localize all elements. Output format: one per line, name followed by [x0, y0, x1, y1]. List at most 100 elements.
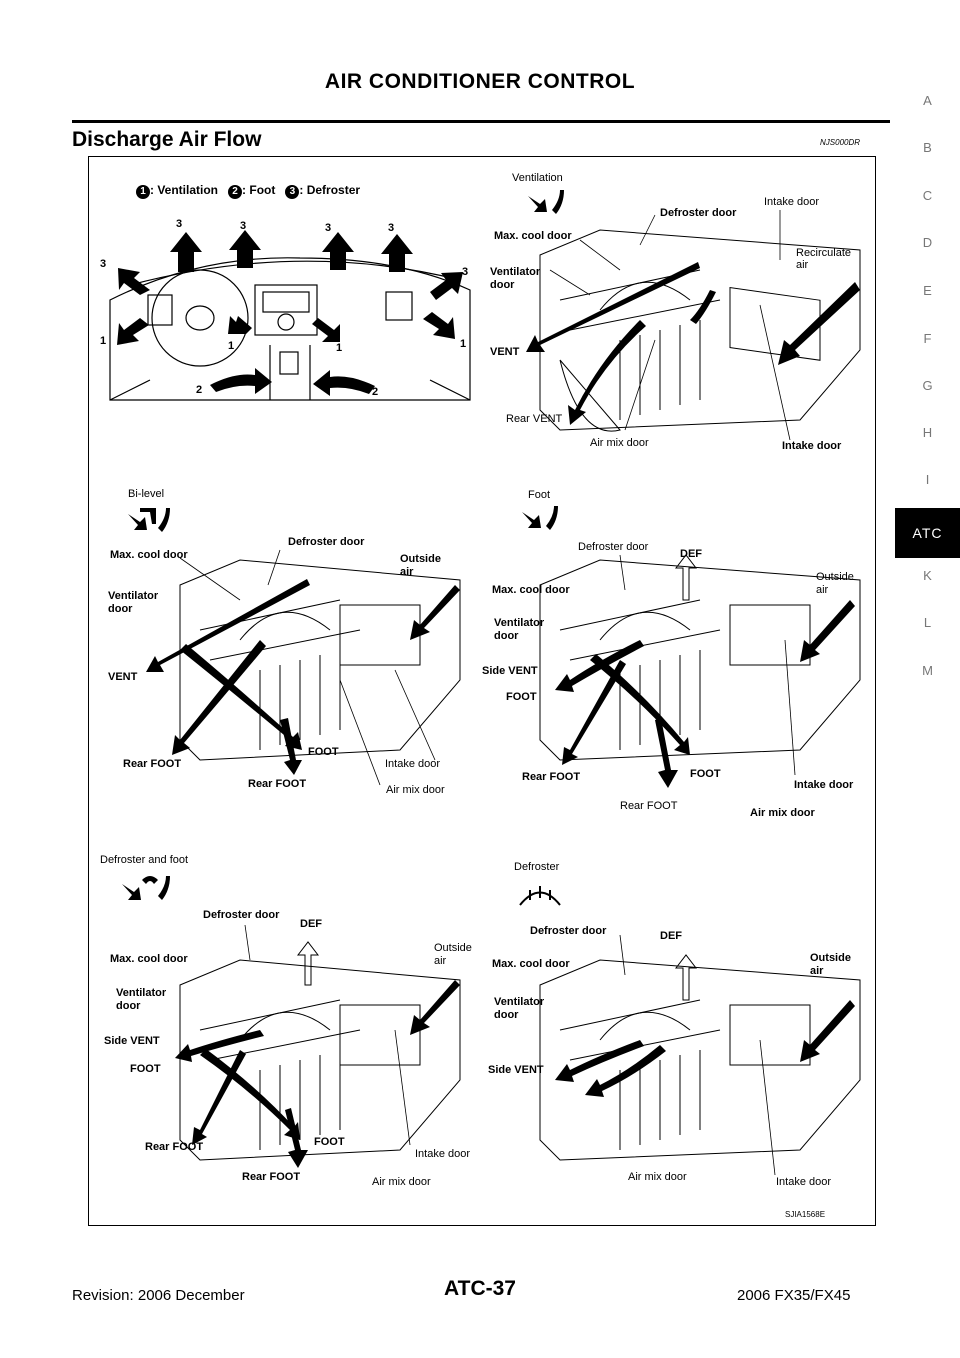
- tab-i[interactable]: I: [925, 472, 930, 487]
- tab-h[interactable]: H: [922, 425, 933, 440]
- tab-e[interactable]: E: [923, 283, 932, 298]
- legend-foot: : Foot: [242, 183, 276, 197]
- section-title: Discharge Air Flow: [72, 128, 262, 151]
- legend: 1: Ventilation 2: Foot 3: Defroster: [136, 184, 360, 199]
- tab-d[interactable]: D: [922, 235, 933, 250]
- ventilation-recirculate-label: Recirculate: [796, 247, 852, 259]
- bilevel-mode-icon: [128, 508, 170, 532]
- tab-b[interactable]: B: [923, 140, 932, 155]
- def-foot-mode-icon: [122, 876, 170, 900]
- tab-atc[interactable]: ATC: [895, 508, 960, 558]
- section-code: NJS000DR: [820, 138, 861, 147]
- def-foot-outside-air-label: air: [434, 955, 447, 967]
- tab-c[interactable]: C: [922, 188, 933, 203]
- bilevel-rear-foot2-label: Rear FOOT: [248, 778, 307, 790]
- ventilation-arrows: [526, 262, 860, 425]
- section-tabs: A B C D E F G H I ATC K L M: [895, 0, 960, 1358]
- tab-g[interactable]: G: [922, 378, 933, 393]
- def-foot-ventilator-door-label: door: [116, 1000, 141, 1012]
- marker-defroster-6: 3: [462, 266, 469, 278]
- footer-model: 2006 FX35/FX45: [737, 1287, 851, 1304]
- foot-intake-door-label: Intake door: [794, 779, 854, 791]
- marker-defroster-1: 3: [176, 218, 183, 230]
- footer-revision: Revision: 2006 December: [72, 1287, 245, 1304]
- foot-defroster-door-label: Defroster door: [578, 541, 649, 553]
- ventilation-rear-vent-label: Rear VENT: [506, 413, 563, 425]
- marker-defroster-2: 3: [240, 220, 247, 232]
- def-foot-defroster-door-label: Defroster door: [203, 909, 280, 921]
- def-foot-arrows: [175, 980, 460, 1168]
- def-foot-foot-label-left: FOOT: [130, 1063, 161, 1075]
- ventilation-recirculate-air-label: air: [796, 259, 809, 271]
- def-foot-max-cool-label: Max. cool door: [110, 953, 188, 965]
- def-foot-title: Defroster and foot: [100, 854, 189, 866]
- def-foot-intake-door-label: Intake door: [415, 1148, 471, 1160]
- bilevel-title: Bi-level: [128, 488, 165, 500]
- legend-marker-2: 2: [228, 185, 243, 199]
- def-foot-def-label: DEF: [300, 918, 322, 930]
- def-foot-rear-foot2-label: Rear FOOT: [242, 1171, 301, 1183]
- ventilation-air-mix-label: Air mix door: [590, 437, 649, 449]
- tab-k[interactable]: K: [923, 568, 932, 583]
- foot-title: Foot: [528, 489, 551, 501]
- hvac-unit-foot: [539, 559, 861, 761]
- foot-def-label: DEF: [680, 548, 702, 560]
- marker-ventilation-1: 1: [100, 335, 107, 347]
- bilevel-defroster-door-label: Defroster door: [288, 536, 365, 548]
- legend-ventilation: : Ventilation: [150, 183, 219, 197]
- hvac-unit-bilevel: [179, 559, 461, 761]
- tab-m[interactable]: M: [922, 663, 933, 678]
- ventilation-mode-icon: [528, 190, 564, 214]
- marker-ventilation-3: 1: [336, 342, 343, 354]
- bilevel-ventilator-door-label: door: [108, 603, 133, 615]
- bilevel-max-cool-label: Max. cool door: [110, 549, 188, 561]
- legend-marker-3: 3: [285, 185, 300, 199]
- defroster-ventilator-door-label: door: [494, 1009, 519, 1021]
- defroster-intake-door-label: Intake door: [776, 1176, 832, 1188]
- dashboard-airflow-arrows: [117, 230, 463, 396]
- def-foot-outside-label: Outside: [434, 942, 472, 954]
- defroster-def-label: DEF: [660, 930, 682, 942]
- foot-def-arrow: [674, 554, 698, 601]
- def-foot-def-arrow: [296, 941, 320, 986]
- marker-defroster-3: 3: [325, 222, 332, 234]
- bilevel-ventilator-label: Ventilator: [108, 590, 159, 602]
- tab-l[interactable]: L: [923, 615, 932, 630]
- ventilation-title: Ventilation: [512, 172, 563, 184]
- def-foot-foot-label: FOOT: [314, 1136, 345, 1148]
- ventilation-ventilator-label: Ventilator: [490, 266, 541, 278]
- bilevel-arrows: [146, 579, 460, 775]
- def-foot-side-vent-label: Side VENT: [104, 1035, 160, 1047]
- header-rule: [72, 120, 890, 123]
- legend-marker-1: 1: [136, 185, 150, 199]
- marker-defroster-5: 3: [100, 258, 107, 270]
- marker-ventilation-4: 1: [460, 338, 467, 350]
- defroster-mode-icon: [519, 886, 561, 906]
- bilevel-outside-label: Outside: [400, 553, 441, 565]
- bilevel-air-mix-label: Air mix door: [386, 784, 445, 796]
- defroster-arrows: [555, 1000, 855, 1097]
- marker-foot-1: 2: [196, 384, 203, 396]
- foot-ventilator-door-label: door: [494, 630, 519, 642]
- bilevel-vent-label: VENT: [108, 671, 138, 683]
- leader-lines: [179, 210, 796, 1176]
- marker-foot-2: 2: [372, 386, 379, 398]
- page-header-title: AIR CONDITIONER CONTROL: [324, 70, 636, 93]
- tab-a[interactable]: A: [923, 93, 932, 108]
- defroster-outside-air-label: air: [810, 965, 824, 977]
- defroster-title: Defroster: [514, 861, 560, 873]
- foot-mode-icon: [522, 506, 558, 530]
- foot-rear-foot2-label: Rear FOOT: [620, 800, 678, 812]
- figure-code: SJIA1568E: [785, 1210, 826, 1219]
- foot-foot-label: FOOT: [690, 768, 721, 780]
- marker-defroster-4: 3: [388, 222, 395, 234]
- def-foot-rear-foot-label: Rear FOOT: [145, 1141, 204, 1153]
- def-foot-ventilator-label: Ventilator: [116, 987, 167, 999]
- tab-f[interactable]: F: [923, 331, 932, 346]
- foot-outside-air-label: air: [816, 584, 829, 596]
- foot-air-mix-label: Air mix door: [750, 807, 815, 819]
- ventilation-vent-label: VENT: [490, 346, 520, 358]
- dashboard-illustration: [109, 257, 471, 401]
- legend-defroster: : Defroster: [299, 183, 361, 197]
